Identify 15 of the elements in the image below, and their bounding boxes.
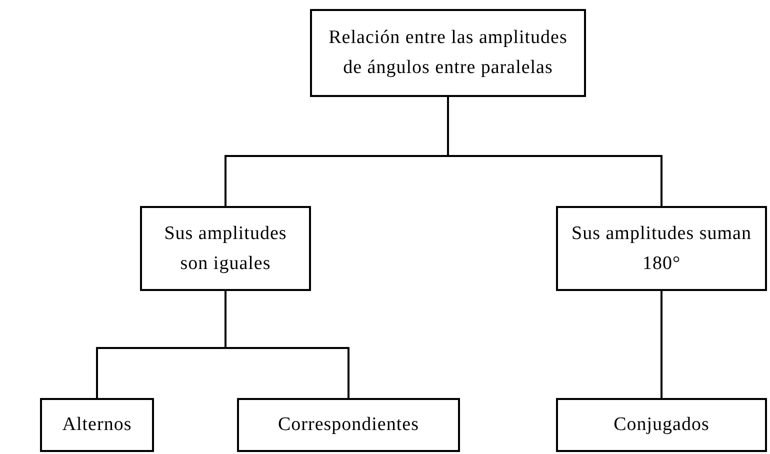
node-text: Correspondientes [278,413,419,437]
concept-box [237,398,460,452]
concept-box [556,398,767,452]
node-text: Alternos [62,413,132,437]
connector-line [660,291,662,398]
concept-box [310,9,586,97]
node-text: Relación entre las amplitudes de ángulos entre paralelas [328,26,568,80]
node-text: Conjugados [614,413,710,437]
concept-box [556,206,767,291]
connector-line [447,97,662,206]
node-text: Sus amplitudes suman 180° [570,222,752,276]
concept-box [140,206,311,291]
concept-box [40,398,154,452]
connector-line [224,291,350,398]
node-text: Sus amplitudes son iguales [163,222,288,276]
